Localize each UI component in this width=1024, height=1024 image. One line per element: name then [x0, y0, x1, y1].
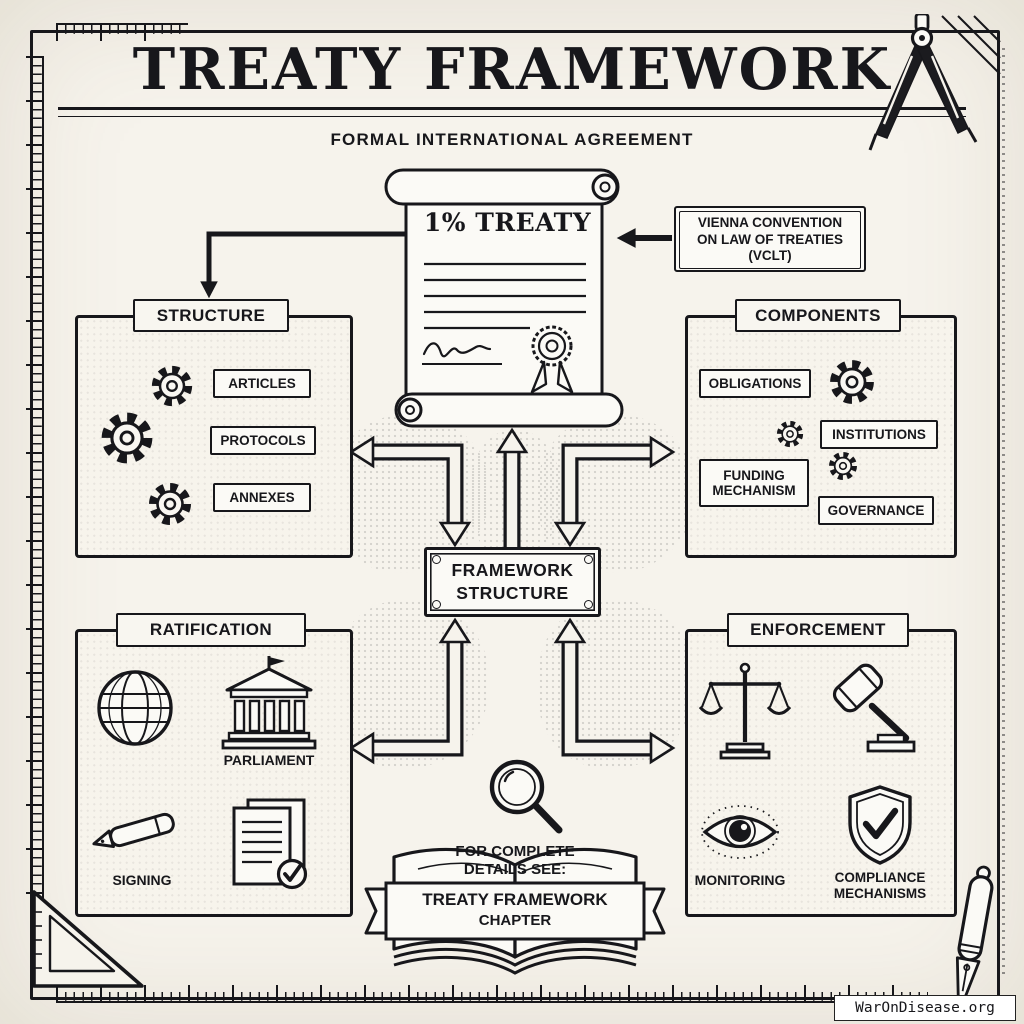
pen-icon — [92, 812, 175, 849]
gear-icon — [156, 370, 189, 403]
gear-icon — [832, 455, 855, 478]
eye-icon — [701, 805, 779, 859]
treaty-scroll: 1% TREATY — [380, 156, 635, 428]
components-item-obligations: OBLIGATIONS — [699, 369, 811, 398]
magnifier-icon — [489, 759, 563, 834]
ratification-title: RATIFICATION — [116, 613, 306, 647]
gear-icon — [834, 364, 869, 399]
page-title: TREATY FRAMEWORK — [132, 36, 892, 103]
structure-item-articles: ARTICLES — [213, 369, 311, 398]
compliance-label: COMPLIANCE MECHANISMS — [833, 870, 927, 901]
arrow-plaque-ratification — [348, 617, 472, 765]
reference-book: FOR COMPLETE DETAILS SEE: TREATY FRAMEWO… — [360, 753, 670, 993]
structure-title: STRUCTURE — [133, 299, 289, 332]
vclt-line: ON LAW OF TREATIES — [697, 231, 843, 247]
components-item-funding-mechanism: FUNDING MECHANISM — [699, 459, 809, 507]
set-square-icon — [32, 890, 144, 988]
enforcement-title: ENFORCEMENT — [727, 613, 909, 647]
plaque-line: FRAMEWORK — [451, 560, 574, 581]
dotted-edge-texture — [1002, 48, 1005, 976]
gear-icon — [106, 417, 147, 458]
book-icon — [364, 759, 666, 975]
parliament-label: PARLIAMENT — [223, 752, 315, 768]
seal-icon — [530, 325, 574, 394]
parliament-icon — [221, 656, 317, 750]
arrow-plaque-structure — [348, 435, 472, 548]
ruler-top — [56, 23, 188, 41]
check-badge-icon — [276, 858, 308, 890]
structure-item-annexes: ANNEXES — [213, 483, 311, 512]
book-note-line: FOR COMPLETE — [455, 843, 575, 860]
banner-line: TREATY FRAMEWORK — [422, 890, 608, 909]
title-divider — [58, 107, 966, 117]
drafting-compass-icon — [868, 14, 1001, 151]
plaque-line: STRUCTURE — [456, 583, 569, 603]
arrow-vclt-to-treaty — [616, 228, 672, 248]
arrow-plaque-enforcement — [553, 617, 676, 765]
stipple-shading — [332, 415, 490, 573]
screw-icon — [432, 600, 441, 609]
screw-icon — [584, 555, 593, 564]
drafting-pen-icon — [955, 865, 994, 1010]
arrow-plaque-to-treaty — [495, 427, 529, 549]
scales-icon — [699, 662, 791, 760]
globe-icon — [97, 670, 173, 746]
vclt-line: (VCLT) — [748, 248, 792, 264]
structure-item-protocols: PROTOCOLS — [210, 426, 316, 455]
banner-line: CHAPTER — [478, 912, 552, 930]
book-note-line: DETAILS SEE: — [463, 861, 567, 879]
monitoring-label: MONITORING — [694, 872, 786, 888]
banner-ribbon — [364, 881, 666, 941]
book-banner-label: TREATY FRAMEWORK CHAPTER — [390, 889, 640, 931]
screw-icon — [584, 600, 593, 609]
arrow-plaque-components — [553, 435, 676, 548]
structure-gears — [85, 340, 215, 540]
document-icon — [232, 798, 308, 890]
components-item-institutions: INSTITUTIONS — [820, 420, 938, 449]
vclt-line: VIENNA CONVENTION — [697, 214, 843, 230]
components-title: COMPONENTS — [735, 299, 901, 332]
gavel-icon — [832, 663, 916, 753]
page-frame — [30, 30, 1000, 1000]
signature-squiggle — [422, 342, 502, 365]
watermark: WarOnDisease.org — [834, 995, 1016, 1021]
screw-icon — [432, 555, 441, 564]
gear-icon — [779, 423, 800, 444]
page-subtitle: FORMAL INTERNATIONAL AGREEMENT — [330, 130, 694, 149]
components-item-governance: GOVERNANCE — [818, 496, 934, 525]
vclt-box: VIENNA CONVENTION ON LAW OF TREATIES (VC… — [674, 206, 866, 272]
shield-check-icon — [848, 785, 912, 865]
gear-icon — [153, 487, 187, 521]
signing-label: SIGNING — [112, 872, 172, 888]
scroll-icon — [384, 168, 624, 428]
arrow-treaty-to-structure — [200, 231, 405, 299]
framework-structure-plaque: FRAMEWORK STRUCTURE — [424, 547, 601, 617]
book-note: FOR COMPLETE DETAILS SEE: — [406, 843, 624, 880]
treaty-label: 1% TREATY — [423, 208, 592, 237]
